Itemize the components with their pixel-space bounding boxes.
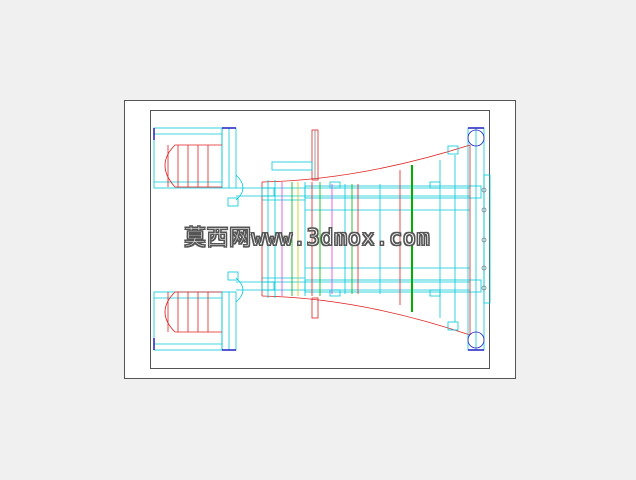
right-wheels	[467, 127, 485, 351]
left-roller-cups	[164, 144, 222, 333]
right-bolts	[481, 187, 487, 291]
top-handle	[271, 129, 319, 319]
funnel-flare	[261, 144, 471, 336]
left-end-marks	[153, 127, 236, 351]
brackets	[227, 145, 459, 331]
cross-members	[267, 155, 456, 322]
chassis-drawing	[153, 127, 491, 351]
